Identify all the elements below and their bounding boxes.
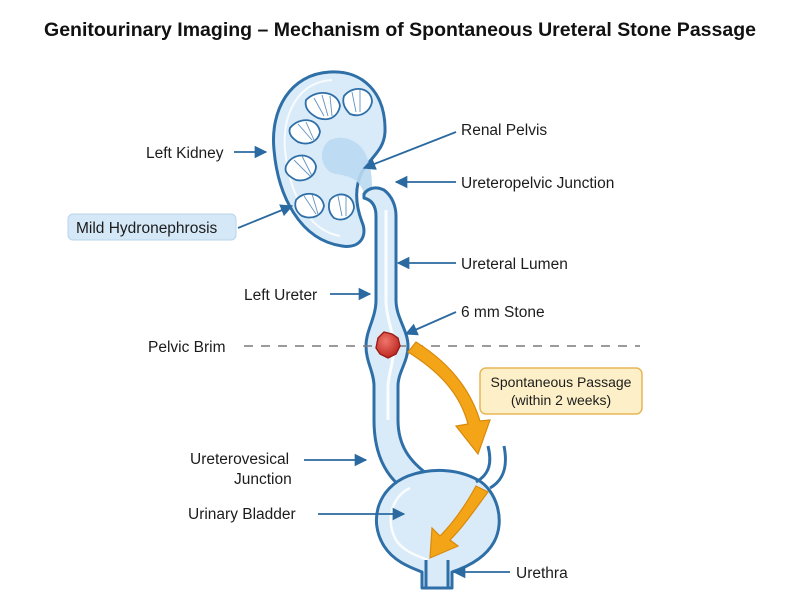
svg-text:Spontaneous Passage: Spontaneous Passage bbox=[491, 374, 632, 390]
label-urinary-bladder: Urinary Bladder bbox=[188, 506, 296, 523]
hydronephrosis-highlight bbox=[67, 213, 237, 241]
passage-arrow-lower bbox=[429, 485, 489, 559]
urethra-shape bbox=[424, 560, 450, 588]
label-left-kidney: Left Kidney bbox=[146, 145, 224, 162]
label-stone: 6 mm Stone bbox=[461, 304, 545, 321]
passage-arrow-upper bbox=[407, 341, 491, 456]
label-uvj-line1: Ureterovesical bbox=[190, 451, 289, 468]
page-title: Genitourinary Imaging – Mechanism of Spo… bbox=[44, 19, 756, 41]
label-pelvic-brim: Pelvic Brim bbox=[148, 339, 226, 356]
label-renal-pelvis: Renal Pelvis bbox=[461, 122, 547, 139]
svg-text:(within 2 weeks): (within 2 weeks) bbox=[511, 392, 611, 408]
label-urethra: Urethra bbox=[516, 565, 568, 582]
label-left-ureter: Left Ureter bbox=[244, 287, 317, 304]
label-ureteral-lumen: Ureteral Lumen bbox=[461, 256, 568, 273]
passage-callout: Spontaneous Passage (within 2 weeks) bbox=[479, 367, 643, 415]
labels bbox=[234, 131, 510, 579]
stone-icon bbox=[375, 331, 401, 359]
label-ureteropelvic-junction: Ureteropelvic Junction bbox=[461, 175, 614, 192]
label-mild-hydronephrosis: Mild Hydronephrosis bbox=[76, 220, 218, 237]
renal-pelvis-shape bbox=[322, 137, 372, 194]
label-uvj-line2: Junction bbox=[234, 471, 292, 488]
left-kidney bbox=[271, 70, 387, 248]
